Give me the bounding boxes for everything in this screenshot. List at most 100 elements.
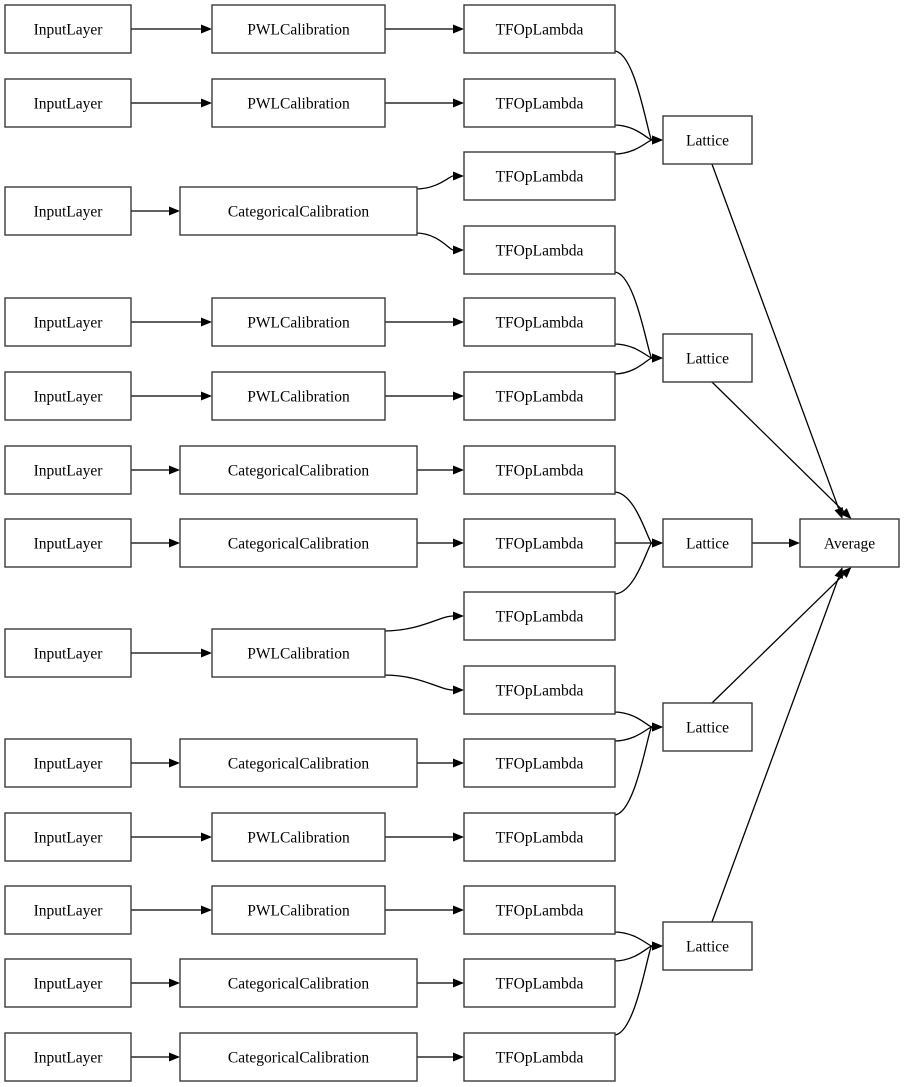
node-in1[interactable]: InputLayer: [4, 4, 132, 54]
node-t5[interactable]: TFOpLambda: [463, 297, 616, 347]
arrowhead-icon: [169, 538, 180, 548]
node-box: [463, 812, 616, 862]
node-box: [463, 297, 616, 347]
node-label: Lattice: [686, 351, 729, 368]
node-in4[interactable]: InputLayer: [4, 297, 132, 347]
node-label: Lattice: [686, 720, 729, 737]
node-c1[interactable]: PWLCalibration: [211, 4, 386, 54]
node-avg[interactable]: Average: [799, 518, 900, 568]
node-l3[interactable]: Lattice: [662, 518, 753, 568]
node-l5[interactable]: Lattice: [662, 921, 753, 971]
arrowhead-icon: [201, 24, 212, 34]
edge-t5-to-l2: [613, 343, 653, 359]
node-t8[interactable]: TFOpLambda: [463, 518, 616, 568]
node-c10[interactable]: PWLCalibration: [211, 812, 386, 862]
node-box: [179, 518, 418, 568]
node-label: TFOpLambda: [496, 96, 584, 113]
node-in12[interactable]: InputLayer: [4, 958, 132, 1008]
node-box: [662, 921, 753, 971]
node-label: PWLCalibration: [247, 389, 350, 406]
node-t2[interactable]: TFOpLambda: [463, 78, 616, 128]
node-t12[interactable]: TFOpLambda: [463, 812, 616, 862]
arrowhead-icon: [453, 538, 464, 548]
node-c6[interactable]: CategoricalCalibration: [179, 445, 418, 495]
arrowhead-icon: [201, 317, 212, 327]
node-in9[interactable]: InputLayer: [4, 738, 132, 788]
node-label: PWLCalibration: [247, 96, 350, 113]
edge-c3-to-t3: [415, 175, 454, 190]
node-label: TFOpLambda: [496, 683, 584, 700]
node-box: [4, 628, 132, 678]
node-label: Lattice: [686, 536, 729, 553]
node-c2[interactable]: PWLCalibration: [211, 78, 386, 128]
edge-t12-to-l4: [613, 726, 653, 816]
arrowhead-icon: [834, 507, 843, 519]
node-l2[interactable]: Lattice: [662, 333, 753, 383]
node-l1[interactable]: Lattice: [662, 115, 753, 165]
node-t11[interactable]: TFOpLambda: [463, 738, 616, 788]
node-in3[interactable]: InputLayer: [4, 186, 132, 236]
arrowhead-icon: [453, 758, 464, 768]
edge-t4-to-l2: [613, 271, 653, 359]
node-c13[interactable]: CategoricalCalibration: [179, 1032, 418, 1082]
edge-c8-to-t10: [383, 674, 454, 691]
edge-t2-to-l1: [613, 124, 653, 141]
arrowhead-icon: [840, 508, 852, 519]
node-c12[interactable]: CategoricalCalibration: [179, 958, 418, 1008]
node-c7[interactable]: CategoricalCalibration: [179, 518, 418, 568]
node-t9[interactable]: TFOpLambda: [463, 591, 616, 641]
node-in13[interactable]: InputLayer: [4, 1032, 132, 1082]
node-c8[interactable]: PWLCalibration: [211, 628, 386, 678]
node-in5[interactable]: InputLayer: [4, 371, 132, 421]
node-in11[interactable]: InputLayer: [4, 885, 132, 935]
node-label: CategoricalCalibration: [228, 976, 369, 993]
node-t7[interactable]: TFOpLambda: [463, 445, 616, 495]
node-t14[interactable]: TFOpLambda: [463, 958, 616, 1008]
node-box: [4, 518, 132, 568]
node-label: TFOpLambda: [496, 756, 584, 773]
node-in6[interactable]: InputLayer: [4, 445, 132, 495]
node-t4[interactable]: TFOpLambda: [463, 225, 616, 275]
node-label: PWLCalibration: [247, 903, 350, 920]
node-in10[interactable]: InputLayer: [4, 812, 132, 862]
node-in7[interactable]: InputLayer: [4, 518, 132, 568]
node-box: [179, 958, 418, 1008]
node-t3[interactable]: TFOpLambda: [463, 151, 616, 201]
arrowhead-icon: [169, 206, 180, 216]
node-t10[interactable]: TFOpLambda: [463, 665, 616, 715]
node-box: [662, 518, 753, 568]
edge-c3-to-t4: [415, 232, 454, 251]
node-box: [662, 702, 753, 752]
node-c11[interactable]: PWLCalibration: [211, 885, 386, 935]
arrowhead-icon: [201, 832, 212, 842]
node-t13[interactable]: TFOpLambda: [463, 885, 616, 935]
node-in2[interactable]: InputLayer: [4, 78, 132, 128]
node-c9[interactable]: CategoricalCalibration: [179, 738, 418, 788]
node-in8[interactable]: InputLayer: [4, 628, 132, 678]
node-box: [463, 78, 616, 128]
arrowhead-icon: [834, 567, 843, 579]
node-l4[interactable]: Lattice: [662, 702, 753, 752]
node-c3[interactable]: CategoricalCalibration: [179, 186, 418, 236]
node-label: InputLayer: [34, 463, 104, 480]
node-box: [211, 628, 386, 678]
node-t1[interactable]: TFOpLambda: [463, 4, 616, 54]
node-label: CategoricalCalibration: [228, 1050, 369, 1067]
node-t15[interactable]: TFOpLambda: [463, 1032, 616, 1082]
node-box: [463, 665, 616, 715]
node-label: TFOpLambda: [496, 22, 584, 39]
edge-t14-to-l5: [613, 945, 653, 962]
edge-l1-to-avg: [711, 163, 840, 509]
edge-l4-to-avg: [711, 574, 845, 704]
node-box: [4, 738, 132, 788]
node-c5[interactable]: PWLCalibration: [211, 371, 386, 421]
node-t6[interactable]: TFOpLambda: [463, 371, 616, 421]
node-box: [4, 445, 132, 495]
node-label: InputLayer: [34, 903, 104, 920]
node-label: PWLCalibration: [247, 646, 350, 663]
node-box: [179, 738, 418, 788]
edge-c8-to-t9: [383, 615, 454, 632]
node-c4[interactable]: PWLCalibration: [211, 297, 386, 347]
